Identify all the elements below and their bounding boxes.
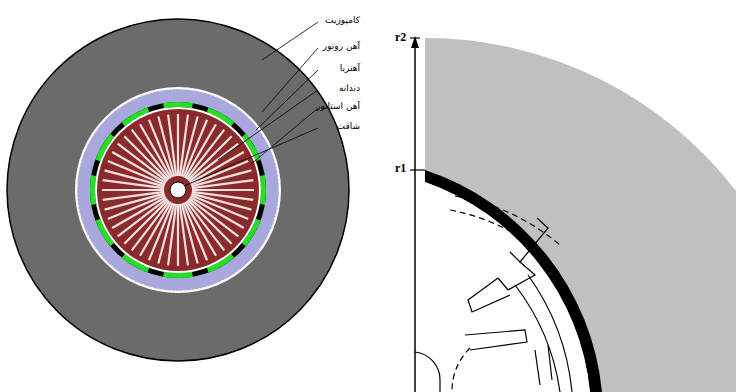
radius-label: r1: [395, 162, 406, 175]
stator-slot: [190, 152, 244, 183]
stator-slot: [177, 114, 179, 176]
part-label: دندانه: [339, 84, 360, 94]
stator-slot: [103, 192, 164, 200]
part-label: کامپوزیت: [325, 16, 360, 26]
stator-slot: [140, 124, 171, 178]
part-label: آهن استاتور: [316, 102, 360, 112]
stator-slot: [188, 136, 232, 180]
stator-slot: [180, 204, 188, 265]
stator-slot: [168, 115, 176, 176]
part-label: آهن روتور: [323, 42, 360, 52]
stator-slot: [188, 200, 232, 244]
stator-slot: [118, 144, 167, 182]
stator-slot: [112, 197, 166, 228]
stator-slot: [102, 189, 164, 191]
stator-slot: [192, 189, 254, 191]
part-label: شافت: [337, 122, 360, 132]
stator-slot: [185, 202, 216, 256]
stator-slot: [187, 130, 225, 179]
stator-slot: [124, 200, 168, 244]
stator-slot: [132, 201, 170, 250]
stator-slot: [177, 204, 179, 266]
stator-slot: [192, 180, 253, 188]
stator-slot: [124, 136, 168, 180]
stator-slot: [189, 199, 238, 237]
radius-label: r2: [395, 31, 406, 44]
part-label: آهنربا: [340, 64, 360, 74]
